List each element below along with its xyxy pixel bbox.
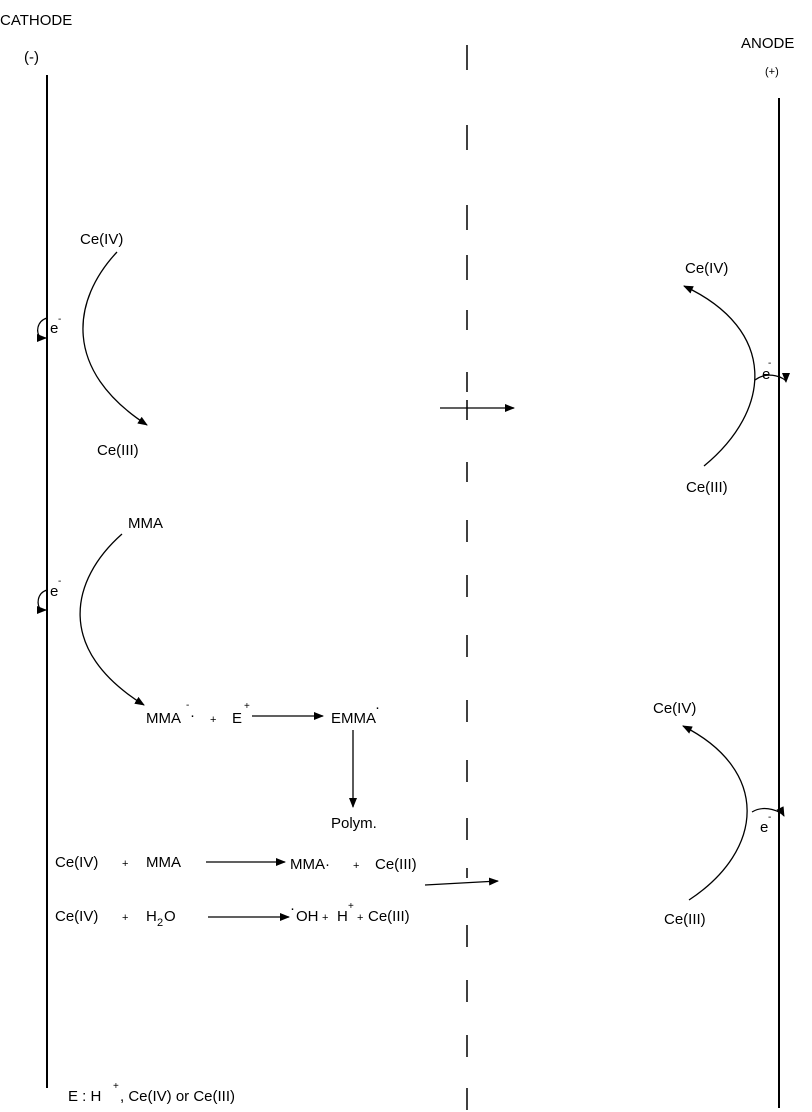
electrophile-label: E xyxy=(232,710,242,727)
eq1-product-ce3: Ce(III) xyxy=(375,856,417,873)
eq1-plus2: + xyxy=(353,860,359,872)
anode-lower-oxidation-arrow xyxy=(682,725,748,901)
mma-radical-anion-dot: · xyxy=(190,707,195,724)
eq2-reactant-ce4: Ce(IV) xyxy=(55,908,98,925)
anode-upper-ce3-label: Ce(III) xyxy=(686,479,728,496)
eq1-plus: + xyxy=(122,858,128,870)
initiation-equation: MMA - · + E + EMMA · xyxy=(146,699,380,727)
electron-charge: - xyxy=(58,576,61,587)
eq2-product-ce3: Ce(III) xyxy=(368,908,410,925)
footnote-rest: , Ce(IV) or Ce(III) xyxy=(120,1088,235,1105)
cathode-mma-label: MMA xyxy=(128,515,163,532)
eq1-reactant-ce4: Ce(IV) xyxy=(55,854,98,871)
electrophile-charge: + xyxy=(244,701,250,712)
eq2-water-o: O xyxy=(164,908,176,925)
mma-radical-anion-charge: - xyxy=(186,700,189,711)
emma-radical: EMMA xyxy=(331,710,376,727)
emma-radical-dot: · xyxy=(375,699,380,716)
anode-polarity: (+) xyxy=(765,66,779,78)
anode-electron-transfer-lower: e - xyxy=(751,806,785,836)
eq2-plus2: + xyxy=(322,912,328,924)
cathode-label: CATHODE xyxy=(0,12,72,29)
mma-radical-anion: MMA xyxy=(146,710,181,727)
anode-electron-transfer-upper: e - xyxy=(754,358,790,383)
electron-symbol: e xyxy=(760,819,768,836)
eq1-reactant-mma: MMA xyxy=(146,854,181,871)
footnote-charge: + xyxy=(113,1081,119,1092)
cathode-polarity: (-) xyxy=(24,49,39,66)
anode-lower-ce4-label: Ce(IV) xyxy=(653,700,696,717)
anode-label: ANODE xyxy=(741,35,794,52)
cathode-ce-reduction-arrow xyxy=(82,251,148,426)
footnote: E : H + , Ce(IV) or Ce(III) xyxy=(68,1081,235,1105)
footnote-prefix: E : H xyxy=(68,1088,101,1105)
polymerization-label: Polym. xyxy=(331,815,377,832)
initiation-plus: + xyxy=(210,714,216,726)
eq2-radical-dot: · xyxy=(290,900,295,917)
cathode-ce3-label: Ce(III) xyxy=(97,442,139,459)
eq2-plus3: + xyxy=(357,912,363,924)
cathode-mma-reduction-arrow xyxy=(79,533,145,706)
eq2-plus: + xyxy=(122,912,128,924)
eq2-proton-charge: + xyxy=(348,901,354,912)
electron-symbol: e xyxy=(50,320,58,337)
equation-ce-water: Ce(IV) + H 2 O · OH + H + + Ce(III) xyxy=(55,900,410,929)
electron-symbol: e xyxy=(762,366,770,383)
eq1-product-mma-radical: MMA· xyxy=(290,856,330,873)
anode-upper-oxidation-arrow xyxy=(683,285,756,467)
electron-charge: - xyxy=(768,358,771,369)
anode-upper-ce4-label: Ce(IV) xyxy=(685,260,728,277)
migration-arrow-lower xyxy=(424,877,499,886)
equation-ce-mma: Ce(IV) + MMA MMA· + Ce(III) xyxy=(55,854,417,873)
eq2-water-subscript: 2 xyxy=(157,917,163,929)
electron-charge: - xyxy=(58,314,61,325)
cathode-ce4-label: Ce(IV) xyxy=(80,231,123,248)
eq2-product-oh: OH xyxy=(296,908,319,925)
cathode-electron-transfer-2: e - xyxy=(37,576,61,614)
cathode-electron-transfer-1: e - xyxy=(37,314,61,342)
electron-charge: - xyxy=(768,812,771,823)
eq2-proton: H xyxy=(337,908,348,925)
anode-lower-ce3-label: Ce(III) xyxy=(664,911,706,928)
eq2-water-h: H xyxy=(146,908,157,925)
electron-symbol: e xyxy=(50,583,58,600)
